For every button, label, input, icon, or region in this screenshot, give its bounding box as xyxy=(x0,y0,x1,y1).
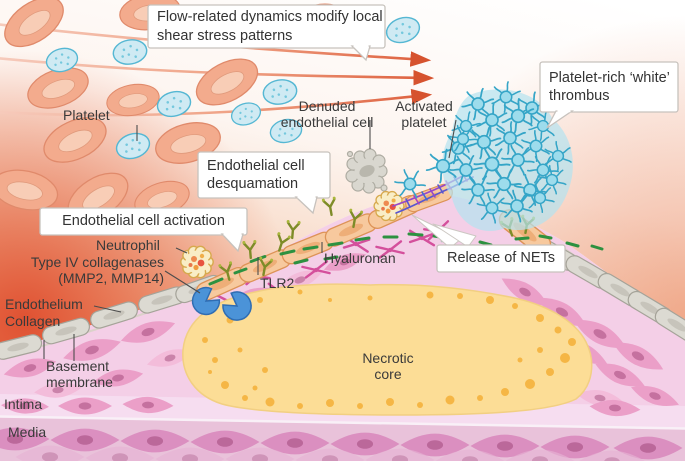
neutrophil-cell xyxy=(180,245,214,279)
nets-pointer-arrows xyxy=(411,214,477,249)
vessel-lumen xyxy=(0,0,685,352)
neutrophil-label: Neutrophil xyxy=(96,237,160,253)
endothelium-label: Endothelium xyxy=(5,296,83,312)
release-of-nets-box: Release of NETs xyxy=(447,250,555,267)
denuded-endothelial-cell xyxy=(345,148,388,194)
necrotic-core-label: Necrotic core xyxy=(362,350,414,382)
platelet-label: Platelet xyxy=(63,107,110,123)
activation-box: Endothelial cell activation xyxy=(62,213,225,230)
callout-boxes xyxy=(39,4,679,273)
collagen-label: Collagen xyxy=(5,313,61,329)
basement-membrane-label: Basement membrane xyxy=(46,358,113,390)
intima-label: Intima xyxy=(4,396,43,412)
media-label: Media xyxy=(8,424,47,440)
white-thrombus xyxy=(438,78,578,232)
media-layer xyxy=(0,415,685,461)
leader-lines xyxy=(43,119,457,361)
flow-note-box: Flow-related dynamics modify local shear… xyxy=(157,9,383,44)
intima-media-boundary xyxy=(0,415,685,430)
tlr2-label: TLR2 xyxy=(260,275,295,291)
white-thrombus-box: Platelet-rich ‘white’ thrombus xyxy=(549,69,670,104)
activated-platelet-label: Activated platelet xyxy=(395,98,453,130)
collagenases-label: Type IV collagenases (MMP2, MMP14) xyxy=(30,254,164,286)
necrotic-core xyxy=(182,283,593,416)
desquamation-box: Endothelial cell desquamation xyxy=(207,157,305,192)
denuded-endothelial-cell-label: Denuded endothelial cell xyxy=(280,98,374,130)
lipid-droplets xyxy=(202,289,576,409)
hyaluronan-label: Hyaluronan xyxy=(324,250,396,266)
